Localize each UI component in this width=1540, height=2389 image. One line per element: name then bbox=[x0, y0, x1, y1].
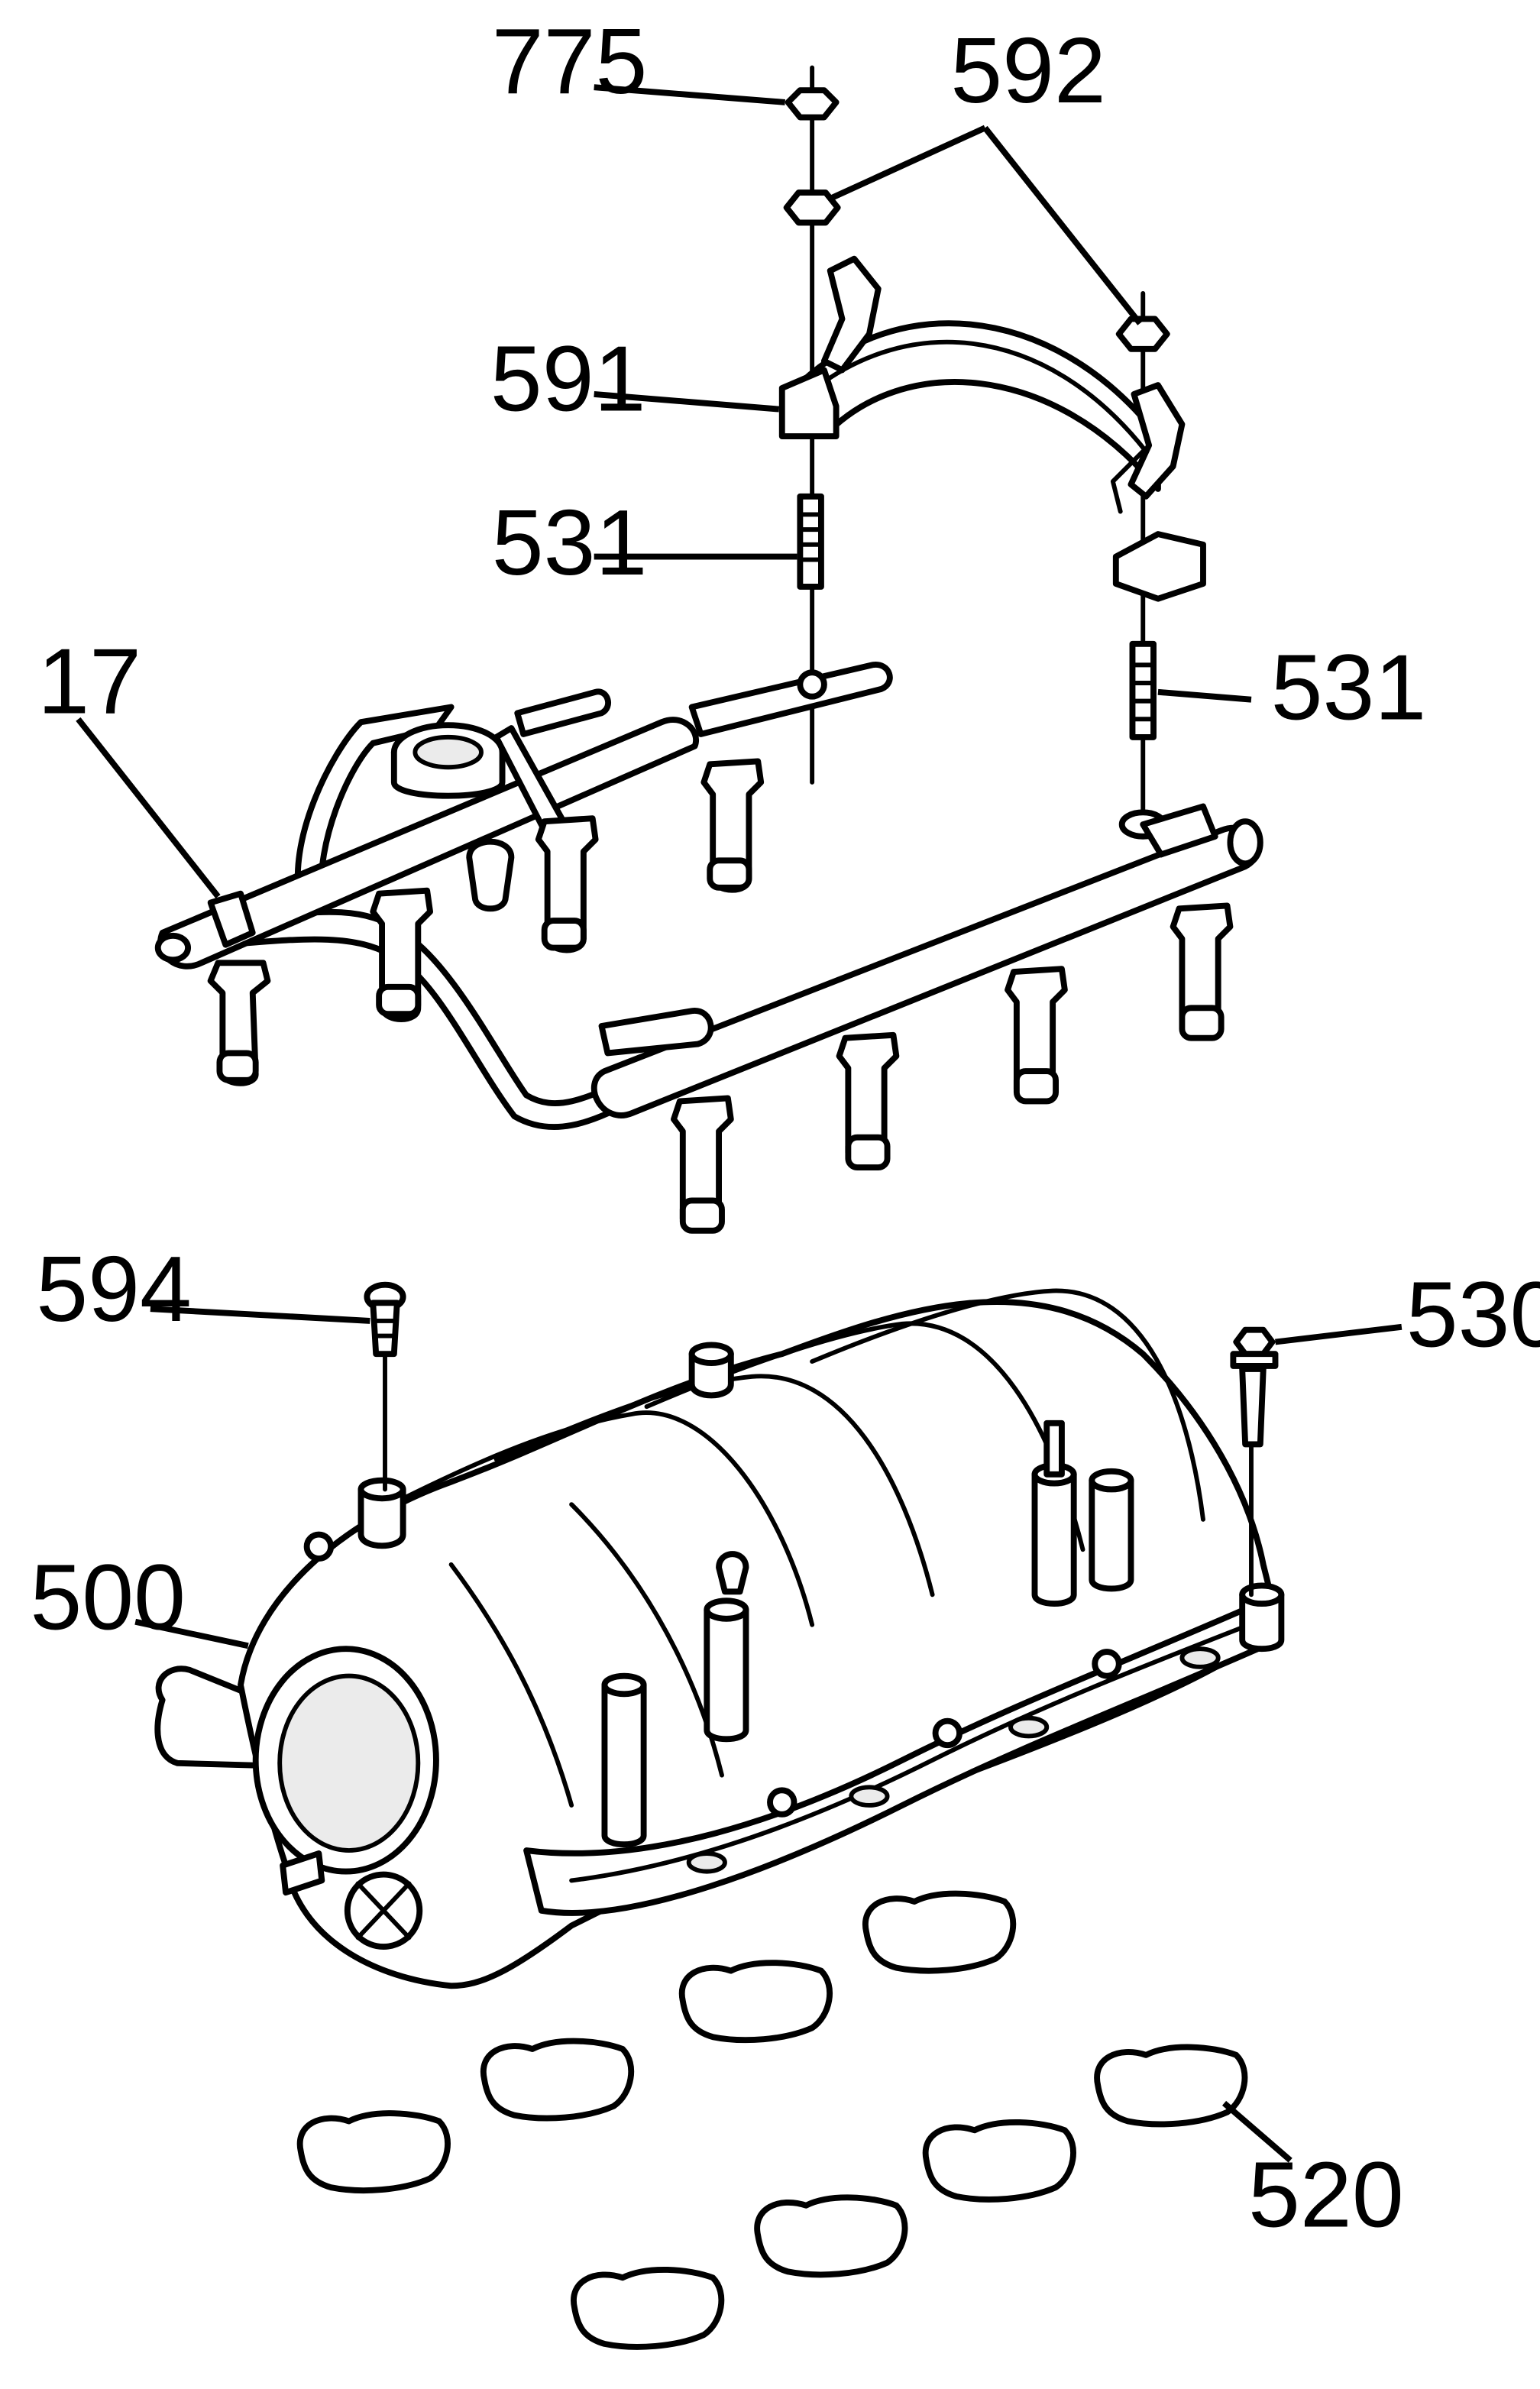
nut-592-right bbox=[1115, 316, 1170, 352]
fuel-rail-assembly-17 bbox=[154, 662, 1263, 1234]
callout-531-right: 531 bbox=[1271, 634, 1427, 739]
stud-531-left bbox=[797, 493, 824, 590]
callout-594: 594 bbox=[36, 1236, 192, 1341]
stud-531-right bbox=[1129, 640, 1157, 740]
callout-531-left: 531 bbox=[492, 490, 648, 594]
callout-775: 775 bbox=[492, 8, 648, 113]
callout-591: 591 bbox=[490, 326, 646, 431]
callout-500: 500 bbox=[30, 1545, 186, 1649]
callout-530: 530 bbox=[1406, 1261, 1540, 1366]
injector-front-4 bbox=[1170, 902, 1234, 1041]
fastener-stack-right bbox=[1115, 291, 1170, 823]
callout-17: 17 bbox=[37, 628, 141, 733]
bolt-594 bbox=[364, 1281, 406, 1492]
injector-rear-1 bbox=[207, 960, 271, 1086]
fuel-rail-bracket-591 bbox=[778, 255, 1206, 602]
injector-front-1 bbox=[671, 1095, 734, 1234]
intake-manifold-500 bbox=[154, 1288, 1285, 1989]
injector-front-2 bbox=[836, 1031, 900, 1170]
bolt-530 bbox=[1230, 1326, 1279, 1598]
injector-front-3 bbox=[1005, 966, 1068, 1105]
injector-rear-3 bbox=[535, 815, 599, 953]
injector-rear-2 bbox=[370, 887, 433, 1023]
nut-775 bbox=[785, 87, 840, 121]
callout-520: 520 bbox=[1248, 2141, 1404, 2246]
gaskets-520 bbox=[296, 1890, 1248, 2350]
callout-592: 592 bbox=[950, 18, 1106, 122]
injector-rear-4 bbox=[700, 758, 765, 893]
nut-592-left bbox=[783, 189, 841, 226]
